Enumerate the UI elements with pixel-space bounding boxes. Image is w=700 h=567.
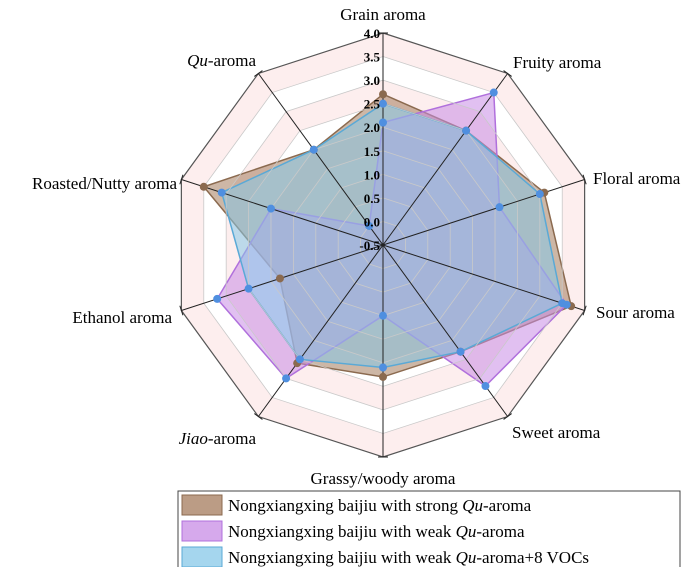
- radar-spoke-tick: [503, 413, 512, 420]
- radar-data-point: [495, 203, 504, 212]
- radar-data-point: [295, 355, 304, 364]
- radar-axis-label: Sweet aroma: [512, 423, 601, 442]
- radar-data-point: [379, 118, 387, 127]
- radar-data-point: [275, 274, 284, 283]
- radar-axis-label: Grassy/woody aroma: [311, 469, 456, 488]
- radar-axis-label: Floral aroma: [593, 169, 681, 188]
- radar-data-point: [266, 204, 275, 213]
- radar-spoke: [382, 73, 509, 246]
- radar-data-point: [213, 294, 222, 303]
- radar-tick-label: -0.5: [359, 238, 380, 253]
- radar-data-point: [462, 126, 471, 135]
- radar-data-point: [558, 299, 567, 308]
- radar-spoke-tick: [582, 305, 587, 316]
- radar-spoke-tick: [179, 174, 184, 185]
- radar-data-point: [379, 372, 387, 381]
- radar-tick-label: 0.0: [364, 214, 380, 229]
- radar-spoke-tick: [582, 174, 587, 185]
- legend-swatch: [181, 520, 223, 542]
- radar-data-point: [379, 99, 387, 108]
- radar-data-point: [282, 374, 291, 383]
- radar-spoke-tick: [179, 305, 184, 316]
- radar-tick-label: 1.0: [364, 167, 380, 182]
- radar-axis-label: Roasted/Nutty aroma: [32, 174, 177, 193]
- radar-data-point: [456, 347, 465, 356]
- legend-label: Nongxiangxing baijiu with weak Qu-aroma+…: [228, 548, 589, 567]
- radar-data-point: [309, 145, 318, 154]
- radar-axis-label: Qu-aroma: [187, 51, 256, 70]
- radar-spoke-tick: [503, 70, 512, 77]
- radar-spoke: [382, 244, 585, 311]
- radar-data-point: [244, 284, 253, 293]
- radar-data-point: [379, 311, 387, 320]
- radar-tick-label: 2.5: [364, 97, 381, 112]
- radar-axis-label: Grain aroma: [340, 5, 426, 24]
- radar-spoke-tick: [254, 70, 263, 77]
- radar-spoke: [382, 179, 585, 246]
- radar-data-point: [365, 221, 374, 230]
- legend-label: Nongxiangxing baijiu with strong Qu-arom…: [228, 496, 532, 515]
- legend-label: Nongxiangxing baijiu with weak Qu-aroma: [228, 522, 525, 541]
- radar-data-point: [217, 188, 226, 197]
- radar-spoke: [257, 73, 384, 246]
- chart-legend: Nongxiangxing baijiu with strong Qu-arom…: [177, 490, 681, 567]
- radar-markers: [199, 88, 576, 391]
- radar-spoke-tick: [254, 413, 263, 420]
- legend-swatch: [181, 546, 223, 567]
- radar-axis-label: Fruity aroma: [513, 53, 602, 72]
- radar-tick-label: 3.5: [364, 50, 381, 65]
- radar-tick-label: 2.0: [364, 120, 380, 135]
- radar-tick-label: 4.0: [364, 26, 380, 41]
- radar-axis-label: Jiao-aroma: [179, 429, 257, 448]
- radar-tick-label: 0.5: [364, 191, 381, 206]
- legend-swatch: [181, 494, 223, 516]
- radar-tick-label: 1.5: [364, 144, 381, 159]
- radar-tick-labels: -0.5 0.0 0.5 1.0 1.5 2.0 2.5 3.0 3.5 4.0: [359, 26, 380, 253]
- radar-spoke: [181, 179, 384, 246]
- radar-data-point: [379, 363, 387, 372]
- radar-spoke: [257, 244, 384, 417]
- legend-box: [177, 490, 681, 567]
- radar-data-point: [489, 88, 498, 97]
- radar-data-point: [481, 382, 490, 391]
- radar-series-layer: [202, 91, 573, 387]
- radar-data-point: [379, 90, 387, 99]
- radar-axis-label: Ethanol aroma: [72, 308, 172, 327]
- radar-tick-label: 3.0: [364, 73, 380, 88]
- radar-data-point: [535, 190, 544, 199]
- radar-axis-label: Sour aroma: [596, 303, 675, 322]
- radar-data-point: [199, 182, 208, 191]
